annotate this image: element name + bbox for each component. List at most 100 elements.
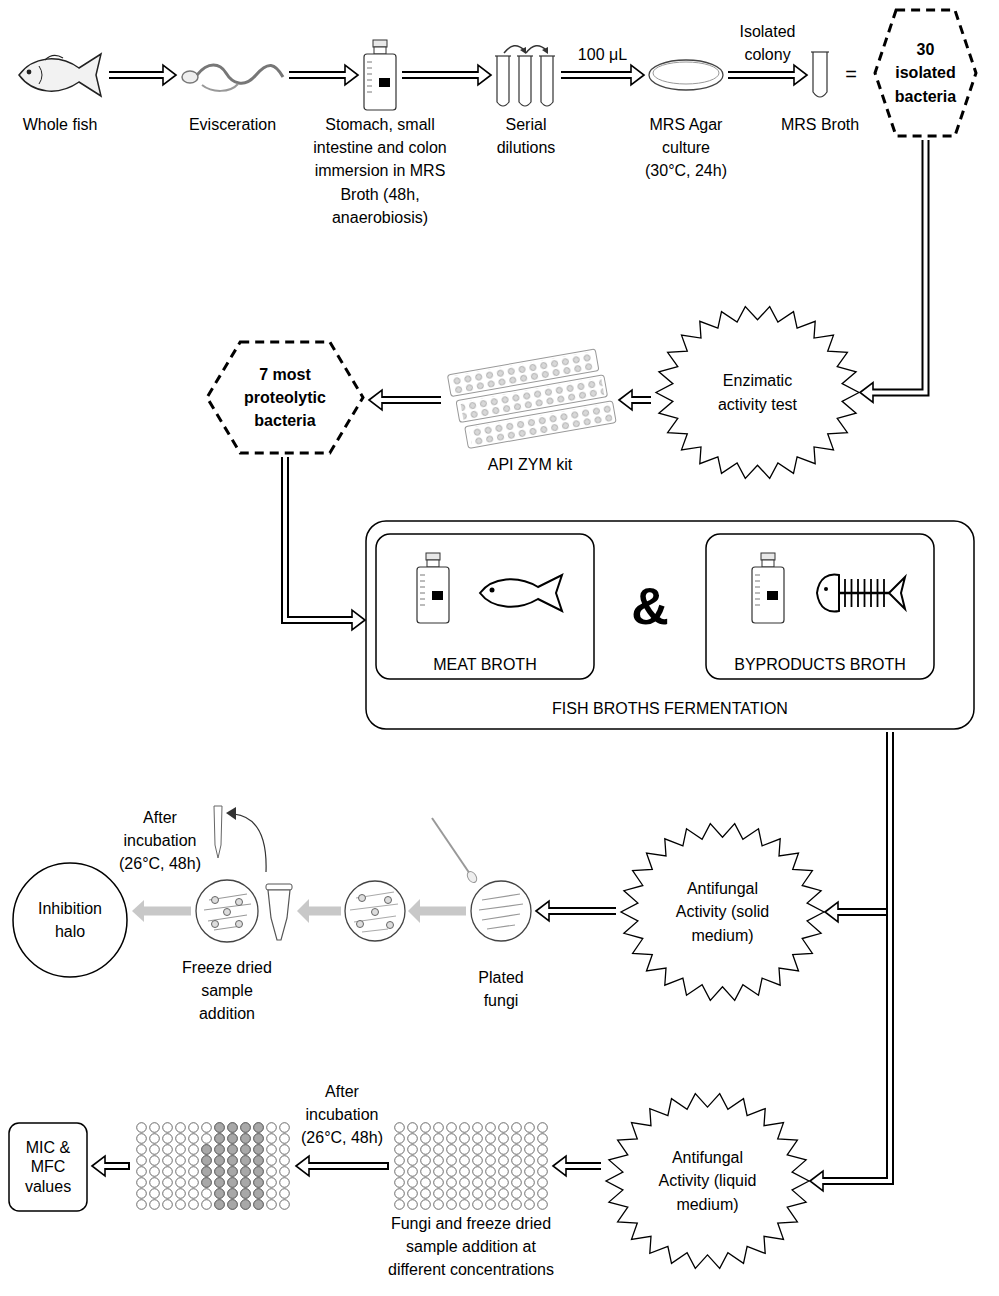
transfer-arrow-head [520, 47, 526, 54]
flow-arrow [561, 65, 644, 85]
tube-rim [539, 55, 555, 56]
broth-box: BYPRODUCTS BROTH [705, 533, 935, 680]
text-holder: Antifungal Activity (solid medium) [620, 822, 825, 1002]
node-text: 7 most proteolytic bacteria [235, 363, 335, 433]
fish-gill [39, 66, 42, 84]
api-cupules [469, 403, 613, 446]
grey-arrow-head [408, 899, 420, 923]
fungi-streaks [479, 894, 523, 929]
bottle-cap [426, 553, 440, 560]
swab-stick [432, 818, 470, 874]
flow-arrow [109, 65, 176, 85]
test-starburst: Enzimatic activity test [655, 305, 860, 480]
bottle-tick [420, 605, 425, 606]
petri-plate [471, 881, 531, 941]
arrow-outline [822, 732, 890, 1181]
evisceration-step: Evisceration [180, 55, 285, 95]
agar-step: MRS Agar culture (30°C, 24h) [648, 58, 724, 92]
eppendorf-tube [268, 890, 290, 940]
sample-spot [357, 921, 364, 928]
arrow-outline [872, 140, 926, 393]
rounded-box [366, 521, 974, 729]
step-caption: API ZYM kit [488, 453, 572, 476]
flow-arrow [553, 1156, 601, 1176]
bottle-body [752, 567, 784, 623]
petri-plate [345, 881, 405, 941]
microplate [135, 1122, 291, 1210]
skeleton-rib [883, 579, 885, 607]
icon [195, 878, 293, 944]
node-text: MEAT BROTH [433, 653, 536, 676]
arrow-inner [629, 398, 651, 402]
fungi-streaks [204, 894, 251, 930]
text-holder: MIC & MFC values [8, 1122, 88, 1212]
step-caption: Plated fungi [470, 966, 532, 1012]
flow-arrow [536, 901, 616, 921]
step-caption: Stomach, small intestine and colon immer… [305, 113, 455, 229]
icon [393, 1122, 549, 1210]
sample-spot [387, 922, 394, 929]
pipette [214, 806, 222, 858]
icon [362, 40, 398, 110]
fish-outline [480, 575, 562, 611]
dilution-step: Serial dilutions [495, 40, 557, 110]
icon [445, 355, 615, 445]
sample-spot [212, 897, 219, 904]
test-starburst: Antifungal Activity (liquid medium) [605, 1092, 810, 1270]
arrow-inner [561, 73, 634, 77]
skeleton-rib [877, 579, 879, 607]
bottle-tick [420, 587, 425, 588]
flow-arrow [860, 140, 926, 403]
caption-holder: API ZYM kit [470, 453, 590, 476]
bottle-label [767, 591, 778, 600]
transfer-arrow [504, 46, 524, 53]
icon [180, 55, 285, 95]
arrow-inner [102, 1164, 128, 1168]
sample-spot [359, 895, 366, 902]
bottle-cap [373, 40, 387, 47]
text-holder: Enzimatic activity test [655, 305, 860, 480]
test-starburst: Antifungal Activity (solid medium) [620, 822, 825, 1002]
bottle-tick [755, 605, 760, 606]
sample-spot [236, 899, 243, 906]
node-text: Enzimatic activity test [708, 369, 808, 415]
arrow-inner [563, 1164, 601, 1168]
step-caption: Evisceration [189, 113, 276, 136]
bottle-tick [420, 593, 425, 594]
node-text: FISH BROTHS FERMENTATION [552, 697, 788, 720]
step-caption: Serial dilutions [481, 113, 571, 159]
swab-tip [465, 870, 478, 884]
flow-arrow [289, 65, 358, 85]
caption-holder: MRS Broth [775, 113, 865, 136]
fish-body [19, 54, 101, 96]
text-holder: BYPRODUCTS BROTH [705, 533, 935, 680]
arrow-inner [285, 457, 355, 620]
node-text: Antifungal Activity (liquid medium) [647, 1146, 769, 1216]
caption-holder: Whole fish [5, 113, 115, 136]
kit-step: API ZYM kit [445, 355, 615, 445]
broth-box: MEAT BROTH [375, 533, 595, 680]
starburst [621, 824, 824, 1001]
bottle-tick [755, 593, 760, 594]
caption-holder: Stomach, small intestine and colon immer… [305, 113, 455, 229]
bottle-tick [367, 62, 372, 63]
bottle-tick [420, 599, 425, 600]
text-holder: Antifungal Activity (liquid medium) [605, 1092, 810, 1270]
arrow-outline [285, 457, 353, 620]
plate-step: Plated fungi [470, 880, 532, 942]
bottle-tick [367, 68, 372, 69]
arrow-inner [402, 73, 481, 77]
skeleton-tail [889, 577, 905, 609]
step-caption: Freeze dried sample addition [177, 956, 277, 1026]
text-holder: MEAT BROTH [375, 533, 595, 680]
bottle-neck [374, 47, 386, 54]
test-tube [497, 56, 509, 106]
tube-cap [266, 884, 292, 890]
skeleton-rib [857, 579, 859, 607]
tube-rim [517, 55, 533, 56]
test-tube [541, 56, 553, 106]
intestine-loop [202, 84, 238, 91]
result-hexagon: 30 isolated bacteria [873, 8, 978, 138]
microplate-growth [213, 1122, 265, 1210]
circle-outline [13, 863, 127, 977]
